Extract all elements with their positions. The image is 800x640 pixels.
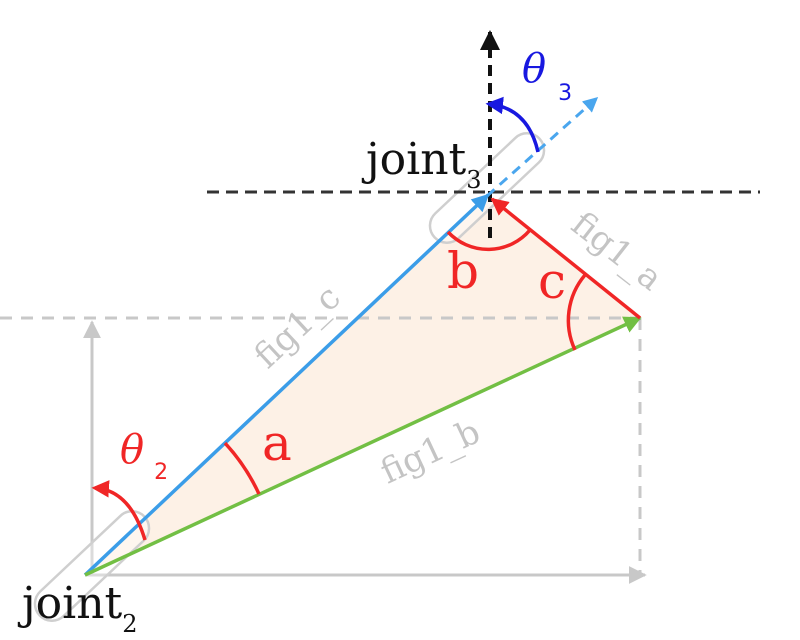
angle-b-label: b — [447, 242, 479, 300]
joint2-label: joint2 — [17, 578, 138, 638]
link-a-red — [490, 197, 642, 320]
joint3-label-sub: 3 — [466, 166, 481, 194]
theta2-symbol: θ — [120, 427, 144, 473]
theta3-symbol: θ — [522, 46, 546, 92]
joint3-label-main: joint — [361, 134, 467, 185]
link-b-green — [84, 316, 642, 577]
theta3-rotation-arrow — [485, 96, 540, 153]
joint2-label-main: joint — [17, 578, 123, 629]
angle-a-label: a — [262, 414, 292, 472]
theta2-rotation-arrow — [91, 480, 147, 541]
theta2-subscript: 2 — [154, 460, 168, 485]
link-c-extension-dashed — [486, 96, 599, 198]
joint3-label: joint3 — [361, 134, 482, 194]
angle-b-arc — [446, 228, 532, 252]
theta3-subscript: 3 — [558, 81, 572, 106]
angle-c-label: c — [538, 252, 566, 310]
angle-c-arc — [566, 273, 587, 351]
link-c-blue — [83, 193, 490, 577]
triangle-fill — [85, 196, 640, 575]
joint2-label-sub: 2 — [122, 610, 137, 638]
angle-a-arc — [223, 441, 261, 495]
theta3-label: θ3 — [522, 46, 572, 106]
